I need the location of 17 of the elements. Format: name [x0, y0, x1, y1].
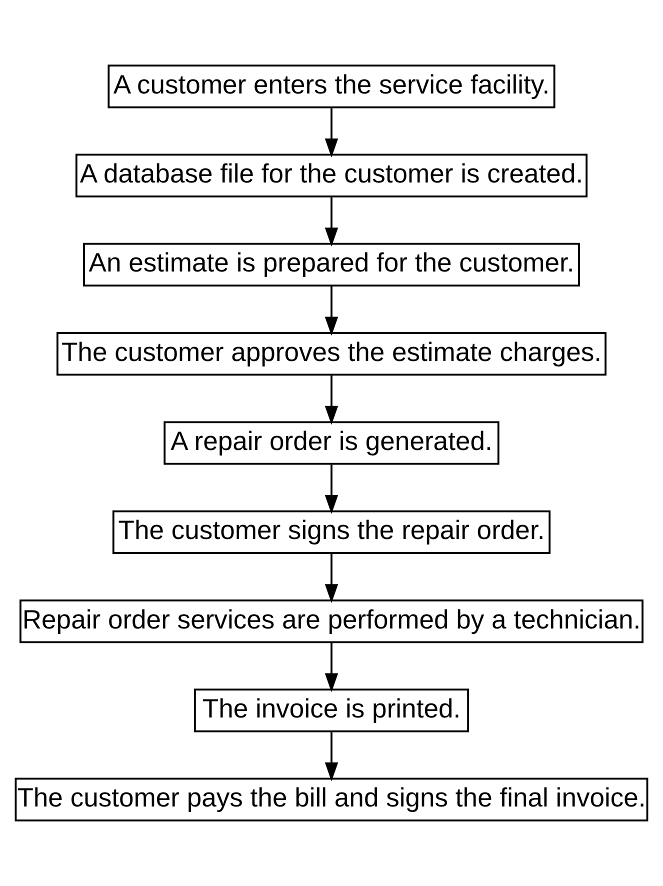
node-box: A customer enters the service facility.: [108, 64, 556, 108]
arrow: [324, 554, 338, 604]
node-box: The customer approves the estimate charges.: [56, 332, 606, 376]
arrow: [324, 286, 338, 336]
node-box: Repair order services are performed by a technician.: [20, 599, 644, 644]
arrow: [324, 464, 338, 514]
node-box: An estimate is prepared for the customer.: [83, 242, 580, 287]
node-box: The invoice is printed.: [194, 688, 469, 732]
node-box: A database file for the customer is created.: [75, 154, 588, 198]
arrow: [324, 108, 338, 158]
arrow: [324, 197, 338, 247]
arrow: [324, 642, 338, 692]
node-box: The customer signs the repair order.: [112, 510, 551, 554]
arrow: [324, 376, 338, 425]
arrow: [324, 732, 338, 782]
node-box: A repair order is generated.: [164, 421, 500, 465]
node-box: The customer pays the bill and signs the final invoice.: [14, 778, 648, 822]
